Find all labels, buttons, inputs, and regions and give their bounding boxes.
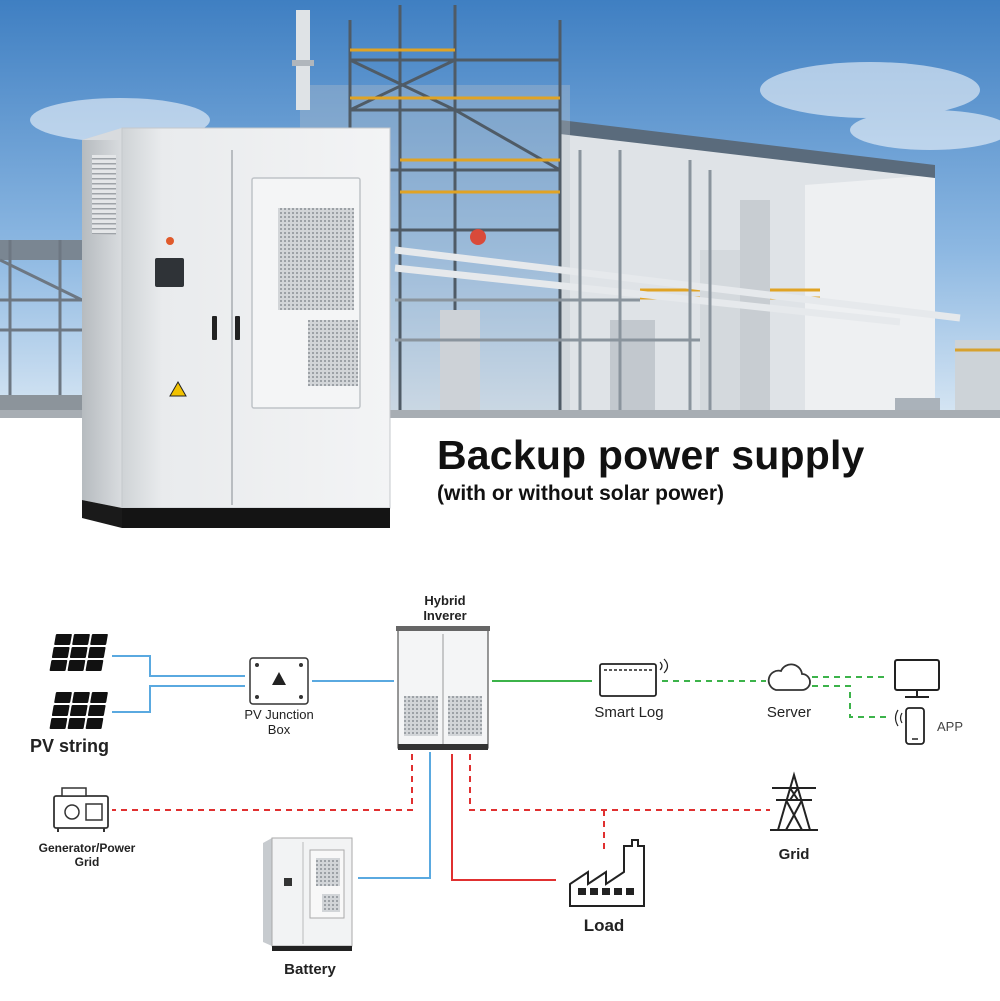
factory-icon	[569, 839, 645, 907]
hero-photo	[0, 0, 1000, 530]
app-label: APP	[937, 719, 964, 734]
server-label: Server	[766, 704, 812, 721]
headline-title: Backup power supply	[437, 432, 865, 478]
dc-connections	[112, 655, 431, 879]
energy-storage-cabinet	[82, 127, 391, 528]
hybrid-inverter-icon	[396, 626, 490, 750]
pv-junction-box-label: PV Junction Box	[244, 707, 314, 737]
smart-log-icon	[599, 658, 669, 697]
pv-string-label: PV string	[30, 736, 110, 756]
generator-icon	[53, 787, 109, 832]
battery-label: Battery	[284, 961, 336, 978]
load-label: Load	[583, 916, 625, 935]
smart-log-label: Smart Log	[594, 704, 664, 721]
pipe-rack	[0, 240, 83, 410]
phone-icon	[894, 707, 925, 745]
system-diagram	[49, 626, 940, 951]
solar-panel-icon	[49, 634, 108, 729]
comm-connections	[492, 676, 888, 718]
headline-subtitle: (with or without solar power)	[437, 482, 724, 505]
hybrid-inverter-label: Hybrid Inverer	[423, 593, 467, 623]
cloud-icon	[767, 663, 811, 691]
grid-label: Grid	[778, 846, 810, 863]
power-tower-icon	[770, 771, 818, 831]
clouds	[30, 62, 1000, 150]
battery-cabinet-icon	[263, 837, 353, 951]
junction-box-icon	[249, 657, 309, 705]
generator-label: Generator/Power Grid	[38, 841, 136, 869]
monitor-icon	[894, 659, 940, 698]
ac-connections	[112, 754, 770, 881]
